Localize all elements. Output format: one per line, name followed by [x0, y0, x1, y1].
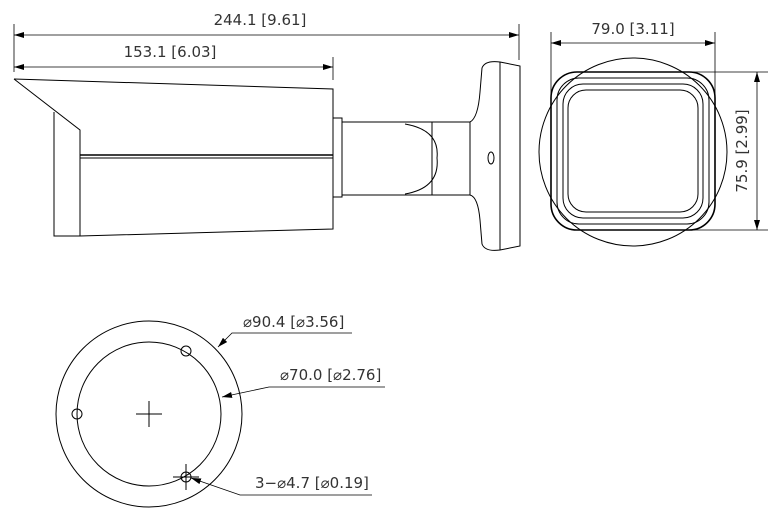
dimension-front-width: 79.0 [3.11]	[550, 20, 716, 110]
dimension-overall-length: 244.1 [9.61]	[13, 11, 520, 72]
overall-length-label: 244.1 [9.61]	[214, 11, 307, 29]
dimension-hole-circle: ⌀70.0 [⌀2.76]	[221, 366, 385, 398]
outer-diameter-label: ⌀90.4 [⌀3.56]	[243, 313, 344, 331]
mount-hole	[71, 408, 83, 420]
mount-base-view	[55, 320, 243, 508]
dimension-mount-holes: 3−⌀4.7 [⌀0.19]	[190, 474, 372, 496]
front-height-label: 75.9 [2.99]	[733, 109, 751, 192]
dimension-body-length: 153.1 [6.03]	[14, 43, 334, 80]
camera-front-view	[538, 57, 728, 247]
body-length-label: 153.1 [6.03]	[124, 43, 217, 61]
mount-holes-label: 3−⌀4.7 [⌀0.19]	[255, 474, 369, 492]
front-width-label: 79.0 [3.11]	[591, 20, 674, 38]
hole-circle-label: ⌀70.0 [⌀2.76]	[280, 366, 381, 384]
camera-side-view	[13, 61, 521, 251]
mount-hole	[180, 345, 192, 357]
dimension-outer-diameter: ⌀90.4 [⌀3.56]	[217, 313, 352, 348]
dimension-front-height: 75.9 [2.99]	[680, 71, 768, 231]
